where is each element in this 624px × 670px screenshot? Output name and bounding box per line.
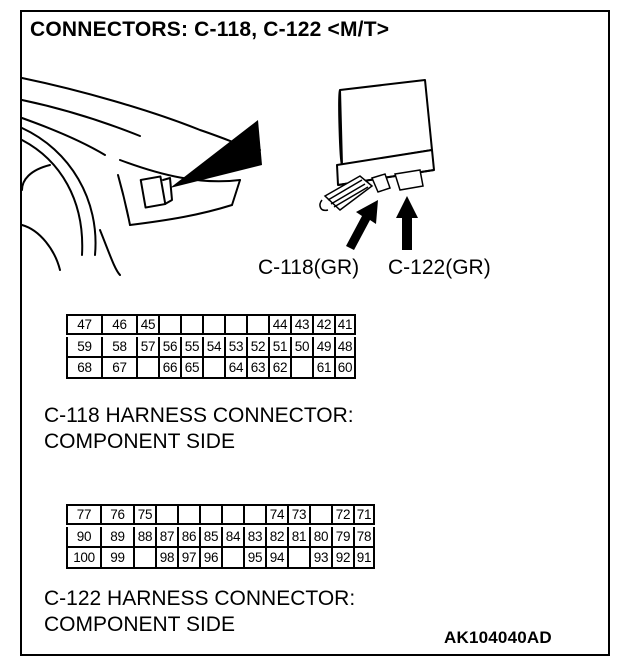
c122-pin-88: 88: [133, 527, 155, 548]
c118-pin-56: 56: [158, 337, 180, 358]
c118-pin-52: 52: [246, 337, 268, 358]
c118-pin-empty: [180, 314, 202, 335]
c118-pin-41: 41: [334, 314, 356, 335]
c118-pin-empty: [202, 358, 224, 379]
c122-pin-93: 93: [309, 548, 331, 569]
c122-pin-empty: [133, 548, 155, 569]
c118-pin-43: 43: [290, 314, 312, 335]
diagram-title: CONNECTORS: C-118, C-122 <M/T>: [30, 18, 390, 41]
diagram-frame: [20, 10, 610, 656]
c118-pin-59: 59: [66, 337, 101, 358]
c122-pin-empty: [199, 504, 221, 525]
c122-pin-89: 89: [100, 527, 133, 548]
c122-pin-empty: [287, 548, 309, 569]
c118-pin-empty: [224, 314, 246, 335]
c122-pin-86: 86: [177, 527, 199, 548]
c118-caption-line1: C-118 HARNESS CONNECTOR:: [44, 404, 354, 427]
c122-pin-73: 73: [287, 504, 309, 525]
c122-pin-74: 74: [265, 504, 287, 525]
c122-pin-72: 72: [331, 504, 353, 525]
c122-pin-81: 81: [287, 527, 309, 548]
c118-pin-42: 42: [312, 314, 334, 335]
c122-pin-87: 87: [155, 527, 177, 548]
c118-pin-50: 50: [290, 337, 312, 358]
c118-pin-49: 49: [312, 337, 334, 358]
c122-pin-100: 100: [66, 548, 100, 569]
c118-pin-61: 61: [312, 358, 334, 379]
c118-pin-58: 58: [101, 337, 136, 358]
c118-pin-empty: [136, 358, 158, 379]
c122-pin-91: 91: [353, 548, 375, 569]
c118-pin-empty: [202, 314, 224, 335]
c122-pin-92: 92: [331, 548, 353, 569]
c122-pin-85: 85: [199, 527, 221, 548]
c118-pin-66: 66: [158, 358, 180, 379]
c118-pin-55: 55: [180, 337, 202, 358]
c122-pin-empty: [309, 504, 331, 525]
c122-pin-78: 78: [353, 527, 375, 548]
c118-caption-line2: COMPONENT SIDE: [44, 430, 235, 453]
c118-pin-51: 51: [268, 337, 290, 358]
c118-pin-empty: [290, 358, 312, 379]
c122-pin-82: 82: [265, 527, 287, 548]
c118-pin-63: 63: [246, 358, 268, 379]
c118-pin-empty: [246, 314, 268, 335]
c118-pin-62: 62: [268, 358, 290, 379]
reference-code: AK104040AD: [444, 628, 552, 647]
c122-pin-83: 83: [243, 527, 265, 548]
c118-pin-57: 57: [136, 337, 158, 358]
c122-pin-94: 94: [265, 548, 287, 569]
c118-pin-45: 45: [136, 314, 158, 335]
c122-pin-empty: [243, 504, 265, 525]
c122-pin-80: 80: [309, 527, 331, 548]
c122-pin-71: 71: [353, 504, 375, 525]
c122-pin-75: 75: [133, 504, 155, 525]
c122-pin-empty: [177, 504, 199, 525]
c118-pin-48: 48: [334, 337, 356, 358]
c122-location-label: C-122(GR): [388, 256, 491, 279]
c122-pin-96: 96: [199, 548, 221, 569]
c122-pin-77: 77: [66, 504, 100, 525]
c122-caption-line1: C-122 HARNESS CONNECTOR:: [44, 587, 356, 610]
c122-pin-empty: [221, 504, 243, 525]
c118-pin-46: 46: [101, 314, 136, 335]
c118-pin-65: 65: [180, 358, 202, 379]
c118-pin-68: 68: [66, 358, 101, 379]
c122-pin-79: 79: [331, 527, 353, 548]
c122-caption-line2: COMPONENT SIDE: [44, 613, 235, 636]
c118-pin-empty: [158, 314, 180, 335]
c118-pin-44: 44: [268, 314, 290, 335]
c122-pin-76: 76: [100, 504, 133, 525]
c122-pin-90: 90: [66, 527, 100, 548]
c118-location-label: C-118(GR): [258, 256, 360, 279]
c122-pin-empty: [221, 548, 243, 569]
c118-pin-53: 53: [224, 337, 246, 358]
c122-pin-98: 98: [155, 548, 177, 569]
c118-pin-60: 60: [334, 358, 356, 379]
c118-pin-67: 67: [101, 358, 136, 379]
c118-pin-54: 54: [202, 337, 224, 358]
c122-pin-97: 97: [177, 548, 199, 569]
c122-pin-empty: [155, 504, 177, 525]
c118-pin-64: 64: [224, 358, 246, 379]
c122-pin-99: 99: [100, 548, 133, 569]
c118-pin-47: 47: [66, 314, 101, 335]
c122-pin-84: 84: [221, 527, 243, 548]
c122-pin-95: 95: [243, 548, 265, 569]
